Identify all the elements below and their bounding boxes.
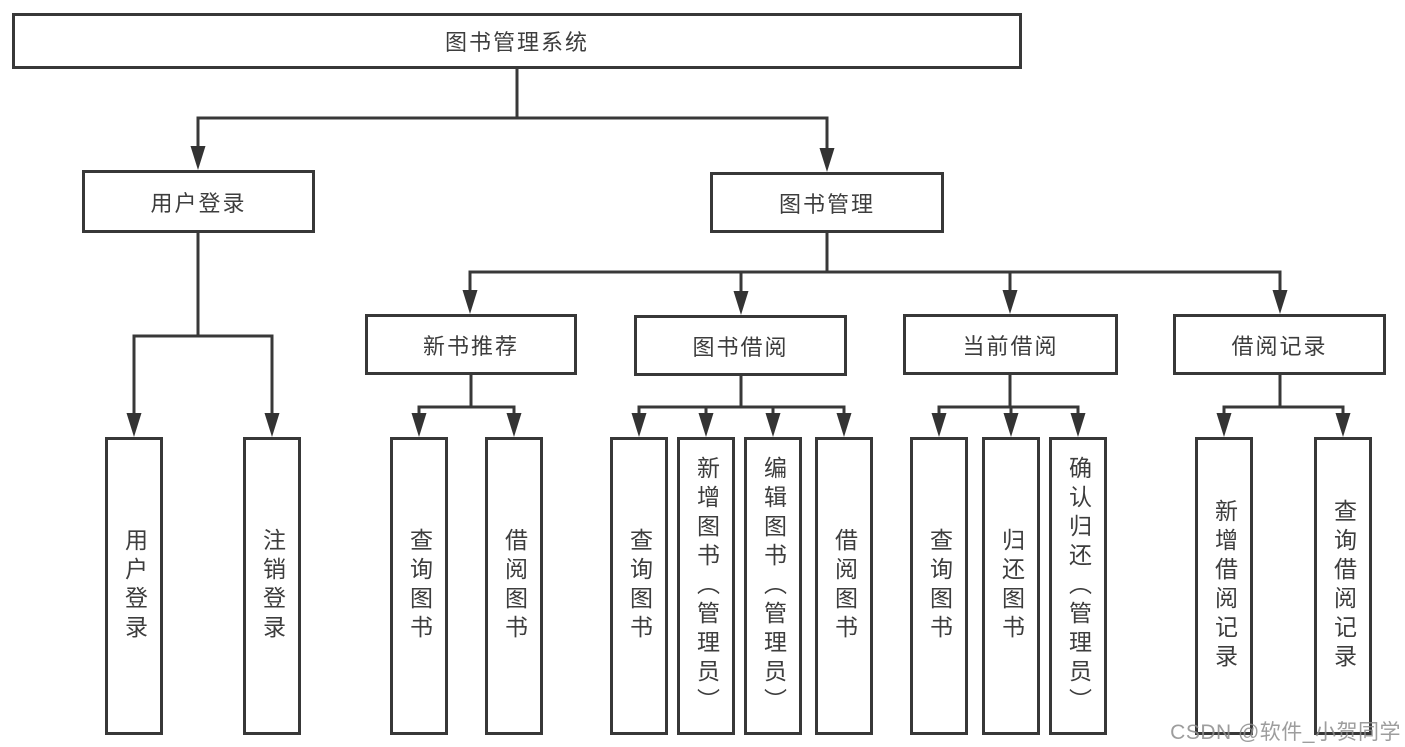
node-label: 当前借阅 — [962, 333, 1059, 359]
node-user-login-group: 用户登录 — [82, 170, 315, 233]
node-current-borrowing: 当前借阅 — [903, 314, 1118, 375]
node-library-system: 图书管理系统 — [12, 13, 1022, 69]
node-book-borrowing: 图书借阅 — [634, 315, 847, 376]
node-query-borrow-record: 查询借阅记录 — [1314, 437, 1372, 735]
node-label: 归还图书 — [998, 528, 1025, 644]
node-user-login: 用户登录 — [105, 437, 163, 735]
node-query-books: 查询图书 — [390, 437, 448, 735]
node-logout: 注销登录 — [243, 437, 301, 735]
node-label: 查询借阅记录 — [1330, 499, 1357, 673]
node-label: 图书借阅 — [692, 334, 789, 360]
node-label: 图书管理系统 — [444, 30, 589, 55]
node-label: 借阅图书 — [831, 528, 858, 644]
node-query-books: 查询图书 — [910, 437, 968, 735]
node-label: 确认归还（管理员） — [1065, 455, 1092, 717]
node-return-books: 归还图书 — [982, 437, 1040, 735]
node-label: 查询图书 — [926, 528, 953, 644]
node-borrowing-records: 借阅记录 — [1173, 314, 1386, 375]
node-borrow-books: 借阅图书 — [485, 437, 543, 735]
node-new-book-recommend: 新书推荐 — [365, 314, 577, 375]
node-confirm-return-admin: 确认归还（管理员） — [1049, 437, 1107, 735]
node-label: 用户登录 — [150, 190, 247, 216]
node-label: 查询图书 — [406, 528, 433, 644]
csdn-watermark: CSDN @软件_小贺同学 — [1170, 721, 1401, 744]
node-label: 借阅图书 — [501, 528, 528, 644]
node-borrow-books: 借阅图书 — [815, 437, 873, 735]
node-add-borrow-record: 新增借阅记录 — [1195, 437, 1253, 735]
node-label: 注销登录 — [259, 528, 286, 644]
node-query-books: 查询图书 — [610, 437, 668, 735]
node-add-book-admin: 新增图书（管理员） — [677, 437, 735, 735]
node-label: 新增图书（管理员） — [693, 455, 720, 717]
node-edit-book-admin: 编辑图书（管理员） — [744, 437, 802, 735]
node-book-management: 图书管理 — [710, 172, 944, 233]
node-label: 查询图书 — [626, 528, 653, 644]
node-label: 新书推荐 — [422, 333, 519, 359]
node-label: 新增借阅记录 — [1211, 499, 1238, 673]
node-label: 编辑图书（管理员） — [760, 455, 787, 717]
node-label: 借阅记录 — [1231, 333, 1328, 359]
node-label: 用户登录 — [121, 528, 148, 644]
node-label: 图书管理 — [778, 191, 875, 217]
